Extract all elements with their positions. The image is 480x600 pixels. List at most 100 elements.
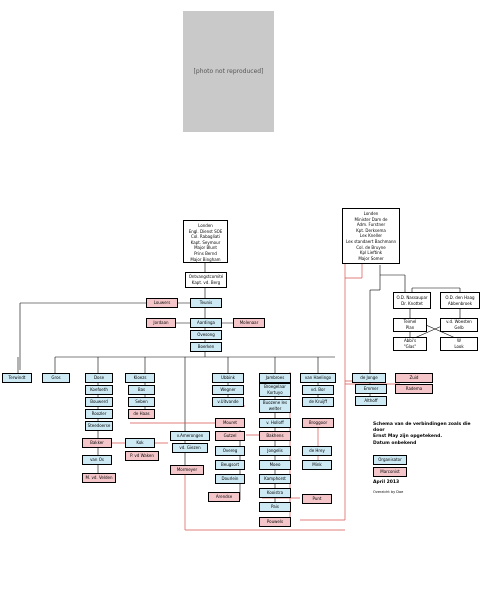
legend-credit: Overzicht by Doe (373, 490, 404, 494)
node-ovesong: Ovesong (190, 330, 222, 340)
node-v-holloff: v. Holloff (259, 418, 291, 428)
text-line: "Glas" (403, 344, 417, 349)
node-jambroes: Jambroes (259, 373, 291, 383)
node-molenaar: Molenaar (233, 318, 265, 328)
node-beugsort: Beugsort (215, 460, 245, 470)
node-kamphorst: Kamphorst (259, 474, 291, 484)
text-line: Plan (405, 325, 415, 330)
legend-title: Schema van de verbindingen zoals die doo… (373, 422, 480, 440)
node-bas: Bas (128, 385, 155, 395)
text-line: Major Somer (358, 255, 384, 261)
node-kooistra: Kooistra (259, 488, 291, 498)
text-line: O.D. Nassaupar (396, 295, 428, 300)
text-line: Dr. Knottet (401, 300, 423, 306)
text-line: Kapt. Seymour (190, 239, 221, 245)
node-koefoeth: Koefoeth (85, 385, 113, 395)
node-boerken: Boerken (190, 342, 222, 352)
node-buozene: Buozene les welter (259, 399, 291, 413)
portrait-photo-placeholder: [photo not reproduced] (183, 11, 274, 132)
node-bakhens: Bakhens (259, 431, 291, 441)
node-emmer: Emmer (355, 384, 387, 394)
node-jongelis: Jongelis (259, 446, 291, 456)
node-ubbink: Ubbink (212, 373, 244, 383)
node-terwindt: Terwindt (2, 373, 32, 383)
text-line: Londen (363, 211, 379, 216)
text-line: Ernst May zijn opgetekend. (373, 434, 443, 439)
london-left-block: Londen Engl. Dienst SOE Col. Rabagliati … (183, 220, 228, 263)
text-line: Col. Rabagliati (191, 234, 220, 240)
text-line: Londen (198, 223, 213, 228)
node-radema: Radema (395, 384, 433, 394)
node-arendse: Arendse (208, 492, 240, 502)
node-steedoerse: Steedoerse (85, 421, 113, 431)
text-line: Buozene les (262, 400, 288, 405)
node-dourlein: Dourlein (215, 474, 245, 484)
text-line: Abbenbroek (447, 300, 473, 306)
node-de-kruijff: de Kruijff (302, 397, 334, 407)
node-vd-giezen: vd. Giezen (172, 443, 208, 453)
node-p-vd-waken: P. vd Waken (125, 451, 159, 461)
node-vd-bor: vd. Bor (302, 385, 334, 395)
text-line: v.d. Woesten (446, 319, 472, 324)
text-line: Abbi's (403, 338, 417, 343)
node-punt: Punt (302, 494, 332, 504)
text-line: Teimel (403, 319, 417, 324)
legend-date: April 2013 (373, 480, 400, 485)
node-jordaan: Jordaan (146, 318, 176, 328)
node-broegelaar: Broegelaar Kortuyo (259, 383, 291, 397)
text-line: Look (454, 344, 464, 349)
legend-organisator-swatch: Organisator (373, 455, 407, 465)
node-van-os: van Os (82, 455, 112, 465)
node-wegner: Wegner (212, 385, 244, 395)
od-right-block: O.D. den Haag Abbenbroek (440, 292, 480, 309)
text-line: Col. de Bruyne (356, 244, 386, 250)
text-line: Major Blunt (194, 245, 217, 251)
text-line: W (457, 338, 461, 343)
node-abbis: Abbi's "Glas" (393, 337, 427, 351)
node-w-look: W Look (440, 337, 478, 351)
text-line: Lex standaert Bachmann (345, 238, 397, 244)
od-left-block: O.D. Nassaupar Dr. Knottet (393, 292, 431, 309)
text-line: Lex Kneller (359, 233, 383, 239)
text-line: Adm. Furstner (356, 222, 386, 228)
text-line: welter (268, 406, 282, 411)
node-m-vd-velden: M. vd. Velden (82, 473, 116, 483)
node-moeo: Moeo (259, 460, 291, 470)
node-van-haelingo: van Haelingo (300, 373, 336, 383)
text-line: Ontvangstcomité (188, 274, 224, 279)
text-line: Broegelaar (264, 384, 286, 389)
node-overeg: Overeg (215, 446, 245, 456)
ontvangst-block: Ontvangstcomité Kapt. vd. Berg (185, 272, 227, 288)
node-v-amerongen: v.Amerongen (170, 431, 210, 441)
node-mormeyer: Mormeyer (170, 465, 204, 475)
text-line: Kapt. vd. Berg (191, 279, 221, 285)
node-kloezs: Kloezs (125, 373, 155, 383)
node-de-jonge: de Jonge (352, 373, 386, 383)
node-teimel: Teimel Plan (393, 318, 427, 332)
london-right-block: Londen Minister Dam de Adm. Furstner Kpt… (342, 208, 400, 264)
node-kok: Kok (125, 438, 155, 448)
text-line: Major Bingham (190, 256, 221, 262)
node-pouwels: Pouwels (259, 517, 291, 527)
node-teunis: Teunis (190, 298, 222, 308)
node-de-haas: de Haas (128, 409, 155, 419)
node-mouret: Mouret (215, 418, 245, 428)
text-line: Gelb (454, 325, 464, 330)
node-mink: Mink (302, 460, 332, 470)
node-aardinga: Aardinga (190, 318, 222, 328)
node-gros: Gros (42, 373, 70, 383)
legend-subtitle: Datum onbekend (373, 441, 417, 446)
text-line: Minister Dam de (354, 216, 388, 222)
node-gutzel: Gutzel (215, 431, 245, 441)
text-line: Kpt. Derksema (356, 227, 386, 233)
node-de-hrey: de Hrey (302, 446, 332, 456)
node-louwers: Louwers (146, 298, 178, 308)
node-althoff: Althoff (355, 396, 387, 406)
node-roozler: Roozler (85, 409, 113, 419)
text-line: Schema van de verbindingen zoals die doo… (373, 422, 471, 433)
text-line: Prins Bernd (194, 250, 217, 256)
text-line: Kpl Lieftink (359, 250, 383, 256)
node-bakker: Bakker (82, 438, 112, 448)
text-line: Engl. Dienst SOE (188, 228, 223, 234)
legend-marconist-swatch: Marconist (373, 467, 407, 477)
